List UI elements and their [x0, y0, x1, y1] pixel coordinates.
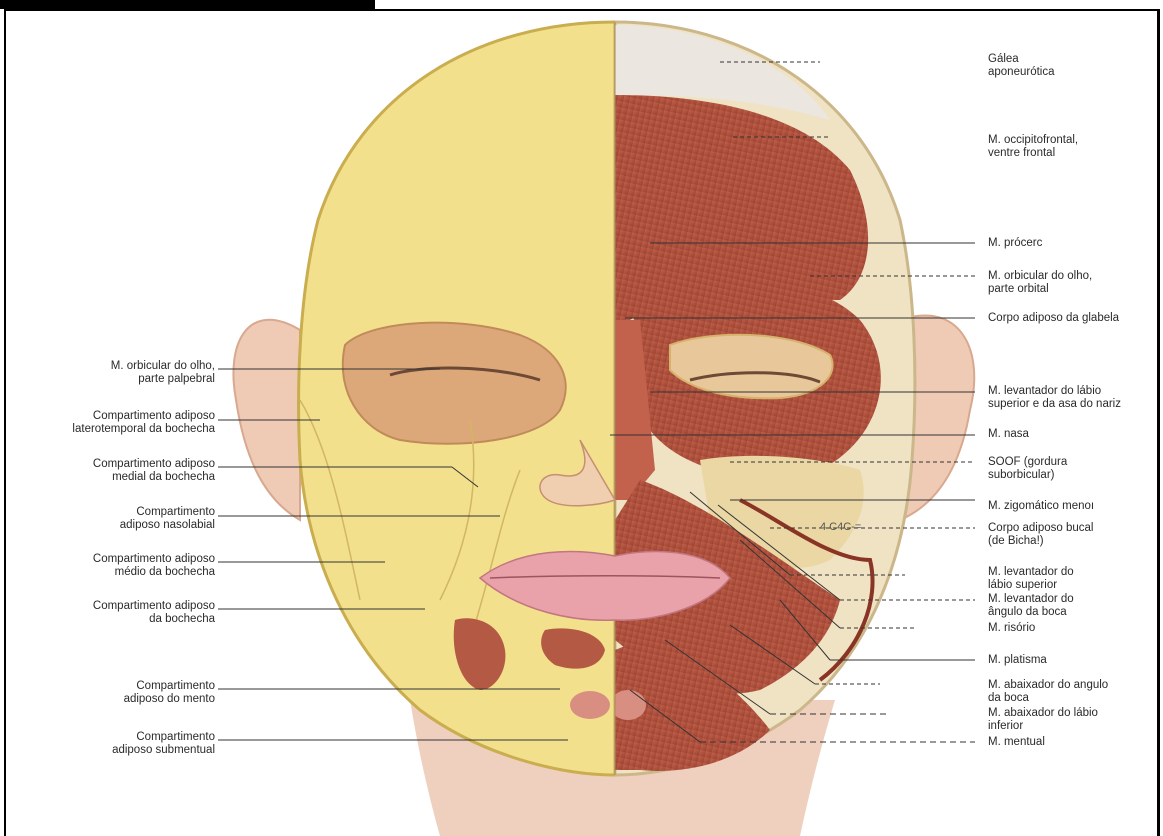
label-galea: Gálea aponeurótica: [988, 53, 1055, 79]
label-chin: Compartimento adiposo do mento: [124, 680, 215, 706]
label-mentalis: M. mentual: [988, 736, 1045, 749]
label-soof: SOOF (gordura suborbicular): [988, 456, 1067, 482]
facial-muscles-half: [610, 22, 915, 775]
label-orbicular-palpebral: M. orbicular do olho, parte palpebral: [111, 360, 215, 386]
label-procerus: M. prócerc: [988, 237, 1042, 250]
label-medial-cheek: Compartimento adiposo medial da bochecha: [93, 458, 215, 484]
fat-compartments-half: [299, 22, 615, 775]
label-cheek: Compartimento adiposo da bochecha: [93, 600, 215, 626]
stray-artifact-text: 4 C4C-=: [820, 521, 861, 534]
label-glabella-fat: Corpo adiposo da glabela: [988, 312, 1119, 325]
label-risorius: M. risório: [988, 622, 1035, 635]
label-levator-labii: M. levantador do lábio superior: [988, 566, 1074, 592]
label-laterotemporal: Compartimento adiposo laterotemporal da …: [72, 410, 215, 436]
label-buccal-fat: Corpo adiposo bucal (de Bicha!): [988, 522, 1094, 548]
label-orbicular-orbital: M. orbicular do olho, parte orbital: [988, 270, 1092, 296]
label-platysma: M. platisma: [988, 654, 1047, 667]
label-zygomaticus-minor: M. zigomático menoı: [988, 500, 1094, 513]
label-nasolabial: Compartimento adiposo nasolabial: [120, 506, 215, 532]
label-levator-anguli: M. levantador do ângulo da boca: [988, 593, 1074, 619]
label-nasalis: M. nasa: [988, 428, 1029, 441]
label-middle-cheek: Compartimento adiposo médio da bochecha: [93, 553, 215, 579]
label-submental: Compartimento adiposo submentual: [112, 731, 215, 757]
label-levator-alae: M. levantador do lábio superior e da asa…: [988, 385, 1121, 411]
label-depressor-labii: M. abaixador do lábio inferior: [988, 707, 1098, 733]
label-depressor-anguli: M. abaixador do angulo da boca: [988, 679, 1108, 705]
label-occipitofrontal: M. occipitofrontal, ventre frontal: [988, 134, 1078, 160]
